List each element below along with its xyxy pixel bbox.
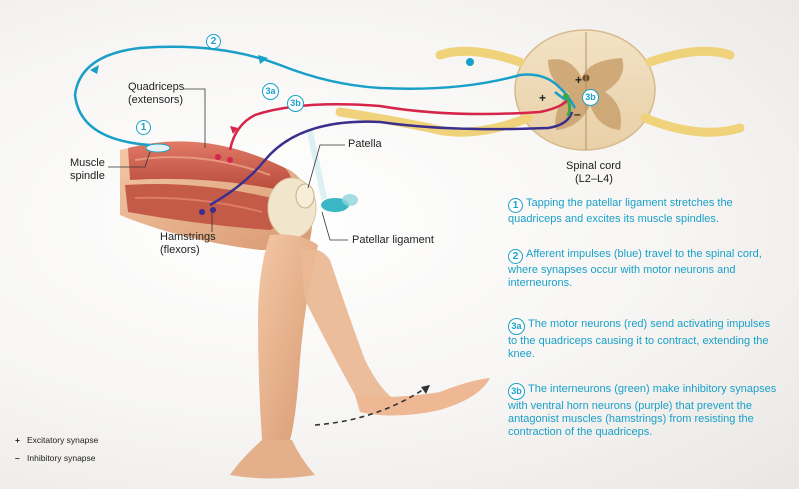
leg (120, 141, 490, 479)
marker-3b: 3b (287, 95, 304, 112)
label-spinal-cord: Spinal cord (566, 160, 622, 172)
step-3a-number: 3a (508, 318, 525, 335)
marker-2: 2 (206, 34, 221, 49)
leader-lines (108, 88, 348, 241)
excitatory-sign-2: + (539, 91, 547, 105)
label-patella: Patella (348, 138, 382, 150)
step-2-number: 2 (508, 249, 523, 264)
marker-1: 1 (136, 120, 151, 135)
excitatory-sign: + (575, 73, 583, 87)
legend-excitatory: + Excitatory synapse (15, 435, 98, 445)
motor-neuron (228, 99, 569, 151)
step-3b-text: The interneurons (green) make inhibitory… (508, 383, 777, 438)
hamstrings-muscle (125, 184, 284, 230)
inhibitory-sign: – (574, 107, 581, 121)
label-quadriceps: Quadriceps (extensors) (128, 81, 185, 106)
legend-excitatory-symbol: + (15, 435, 20, 445)
step-2-text: Afferent impulses (blue) travel to the s… (508, 248, 762, 289)
marker-3a: 3a (262, 83, 279, 100)
marker-3b-cord: 3b (582, 89, 599, 106)
step-1-number: 1 (508, 198, 523, 213)
label-hamstrings: Hamstrings (flexors) (160, 231, 216, 256)
step-3b-number: 3b (508, 383, 525, 400)
legend-excitatory-label: Excitatory synapse (27, 435, 99, 445)
legend-inhibitory-label: Inhibitory synapse (27, 453, 96, 463)
quadriceps-muscle (128, 141, 292, 192)
label-muscle-spindle: Muscle spindle (70, 157, 105, 182)
label-spinal-cord-levels: (L2–L4) (575, 173, 613, 185)
legend-inhibitory-symbol: – (15, 453, 20, 463)
legend-inhibitory: –Inhibitory synapse (15, 453, 96, 463)
reflex-hammer (306, 130, 358, 212)
step-3a-text: The motor neurons (red) send activating … (508, 318, 771, 360)
movement-arrow (314, 384, 431, 426)
step-1-text: Tapping the patellar ligament stretches … (508, 197, 733, 225)
muscle-spindle (145, 143, 171, 153)
ventral-horn-neuron (209, 111, 574, 207)
label-patellar-ligament: Patellar ligament (352, 234, 434, 246)
